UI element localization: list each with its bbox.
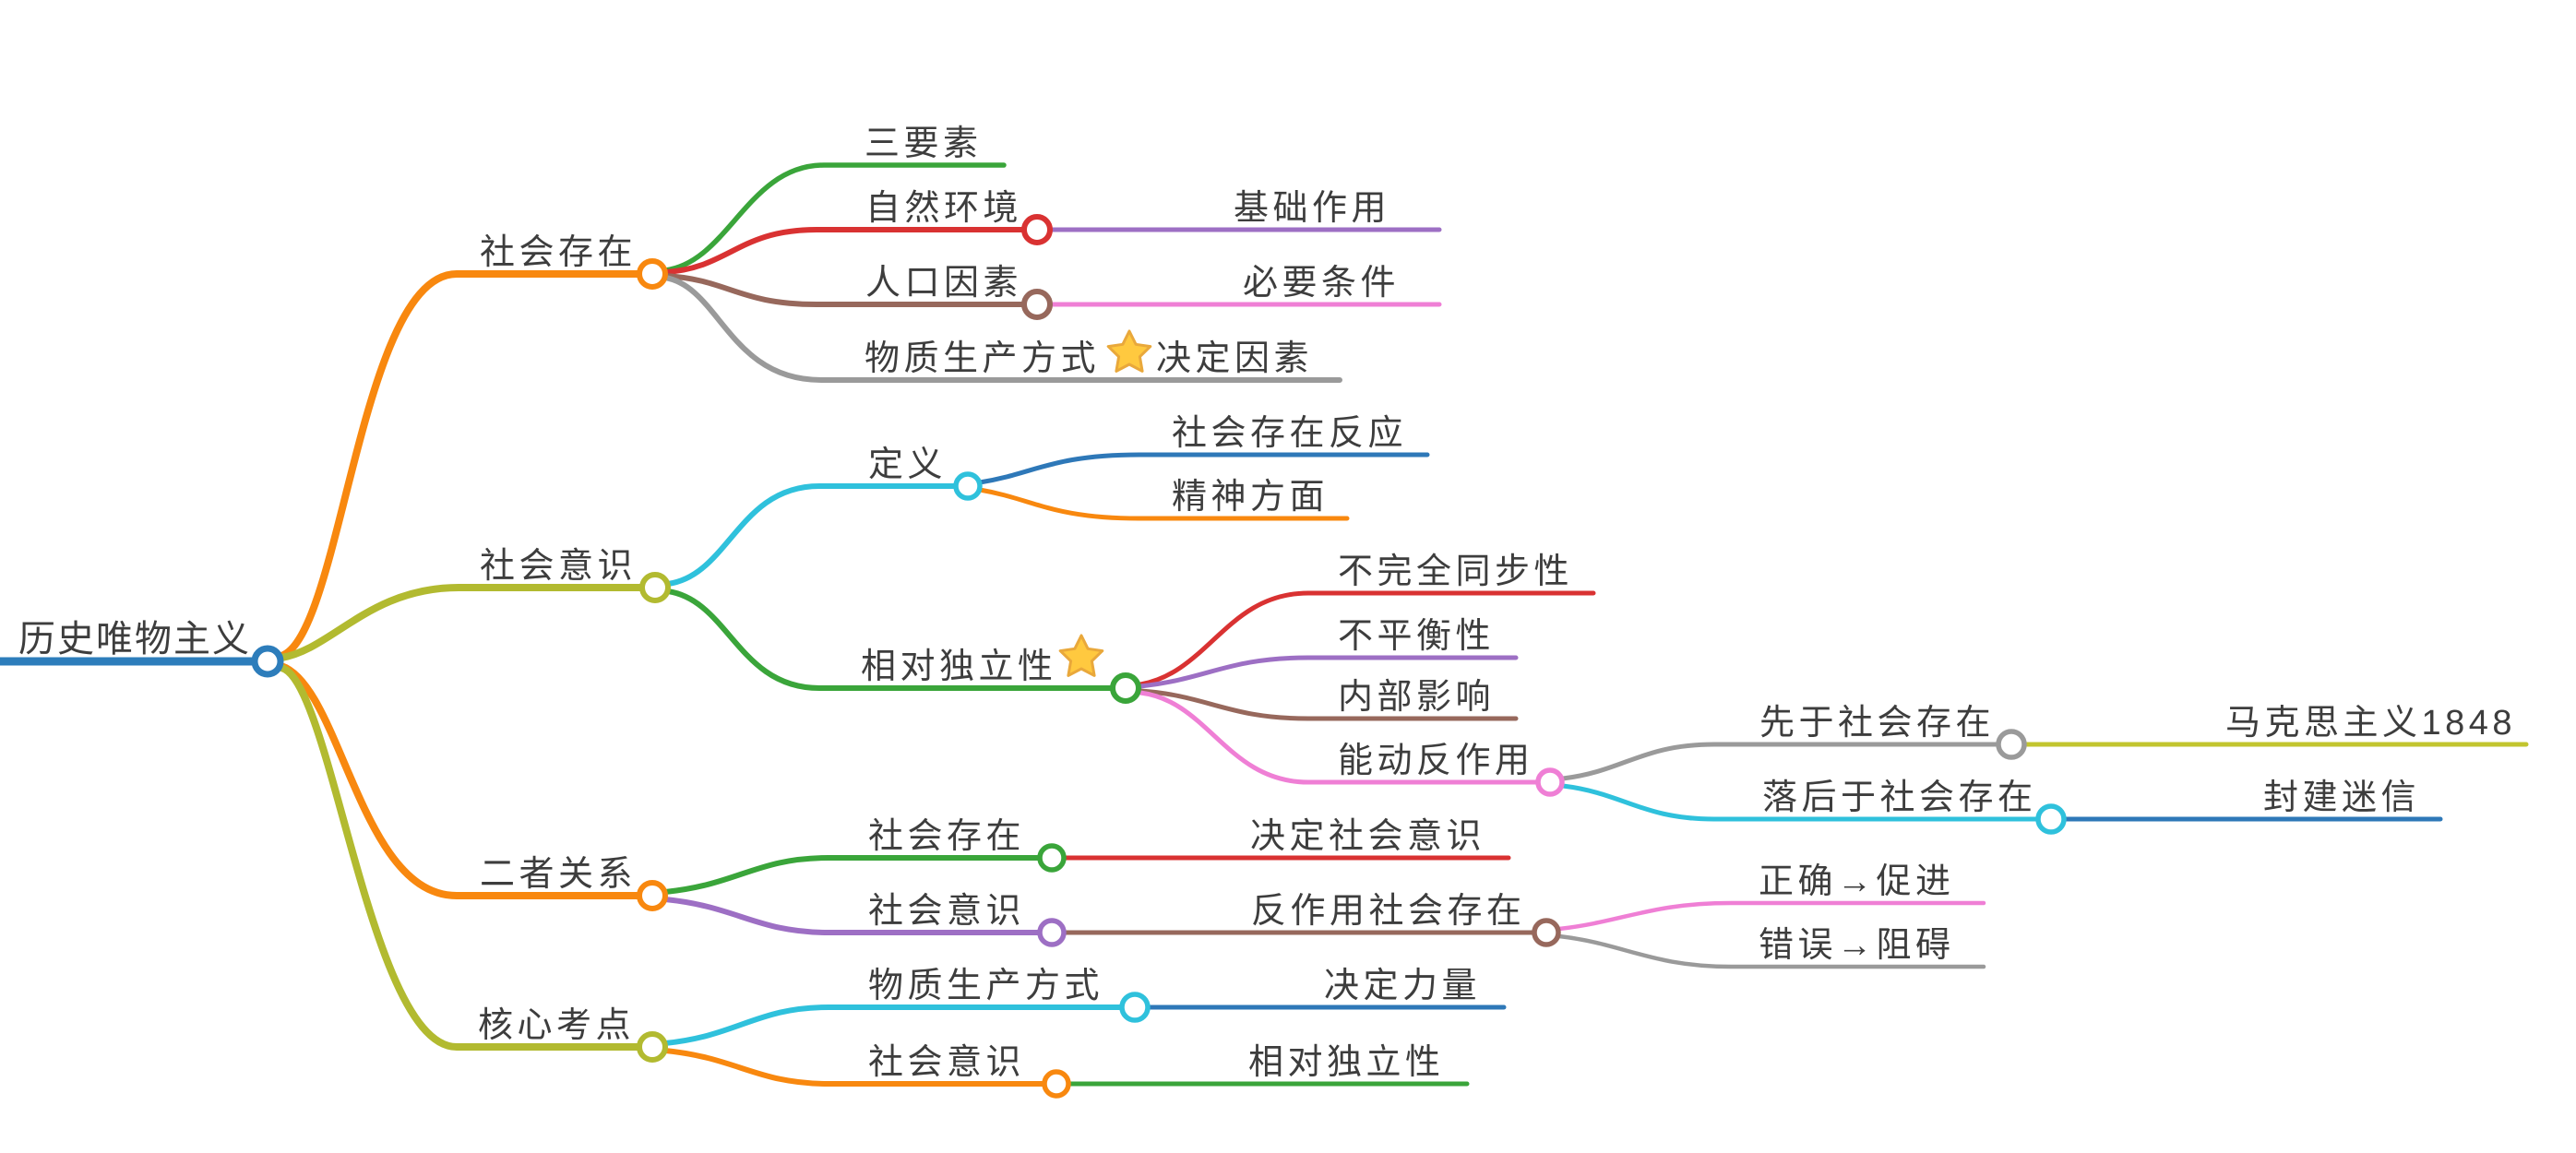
connector-line bbox=[977, 487, 1350, 521]
node-social-consciousness[interactable]: 社会意识 bbox=[480, 547, 637, 586]
node-three-elements[interactable]: 三要素 bbox=[865, 125, 983, 163]
node-natural-environment[interactable]: 自然环境 bbox=[865, 189, 1022, 228]
node-circle-social-consciousness-3[interactable] bbox=[1042, 1069, 1071, 1099]
connector-line bbox=[1138, 688, 1519, 721]
node-necessary-condition[interactable]: 必要条件 bbox=[1243, 264, 1400, 303]
node-core-test-points[interactable]: 核心考点 bbox=[478, 1006, 635, 1045]
node-basic-role[interactable]: 基础作用 bbox=[1234, 189, 1390, 228]
connector-line bbox=[278, 662, 641, 899]
connector-line bbox=[1138, 590, 1596, 687]
star-icon bbox=[1106, 329, 1152, 373]
node-circle-social-existence[interactable] bbox=[637, 258, 668, 290]
node-social-consciousness-2[interactable]: 社会意识 bbox=[868, 892, 1025, 931]
node-circle-social-existence-2[interactable] bbox=[1037, 843, 1067, 873]
node-behind-social-existence[interactable]: 落后于社会存在 bbox=[1762, 779, 2037, 817]
node-historical-materialism[interactable]: 历史唯物主义 bbox=[18, 619, 251, 660]
connector-line bbox=[1138, 655, 1519, 689]
node-determines-social-consciousness[interactable]: 决定社会意识 bbox=[1250, 817, 1485, 856]
connector-line bbox=[662, 162, 1007, 273]
node-definition[interactable]: 定义 bbox=[868, 446, 947, 484]
connector-line bbox=[1560, 742, 2000, 781]
connector-line bbox=[665, 588, 1115, 691]
branch-lines bbox=[0, 162, 2529, 1087]
node-circle-definition[interactable] bbox=[953, 471, 983, 501]
node-social-consciousness-3[interactable]: 社会意识 bbox=[868, 1043, 1025, 1082]
node-social-existence[interactable]: 社会存在 bbox=[480, 233, 637, 272]
node-circle-social-consciousness[interactable] bbox=[639, 572, 671, 603]
node-circle-mutual-relationship[interactable] bbox=[637, 880, 668, 911]
connector-line bbox=[662, 273, 1026, 307]
connector-line bbox=[1560, 783, 2040, 822]
node-circle-behind-social-existence[interactable] bbox=[2035, 803, 2067, 835]
connector-line bbox=[977, 452, 1430, 485]
node-circle-counteracts-social-existence[interactable] bbox=[1532, 918, 1561, 947]
node-circle-material-production-mode-2[interactable] bbox=[1119, 992, 1151, 1023]
node-circle-population-factor[interactable] bbox=[1021, 289, 1053, 320]
node-incomplete-synchronicity[interactable]: 不完全同步性 bbox=[1338, 553, 1573, 591]
node-material-production-mode-2[interactable]: 物质生产方式 bbox=[868, 967, 1103, 1005]
star-icon bbox=[1058, 634, 1104, 677]
connector-line bbox=[662, 227, 1026, 275]
connector-line bbox=[278, 584, 644, 661]
connector-line bbox=[1556, 933, 1986, 969]
node-circle-ahead-of-social-existence[interactable] bbox=[1996, 729, 2027, 760]
node-counteracts-social-existence[interactable]: 反作用社会存在 bbox=[1251, 892, 1526, 931]
node-mutual-relationship[interactable]: 二者关系 bbox=[480, 855, 637, 894]
node-wrong-hinders[interactable]: 错误→阻碍 bbox=[1759, 926, 1955, 965]
node-circle-active-counteraction[interactable] bbox=[1535, 767, 1565, 797]
connector-line bbox=[1138, 690, 1539, 785]
node-active-counteraction[interactable]: 能动反作用 bbox=[1338, 742, 1534, 780]
connector-line bbox=[662, 1004, 1124, 1046]
node-circle-relative-independence[interactable] bbox=[1110, 672, 1141, 704]
node-circle-social-consciousness-2[interactable] bbox=[1037, 918, 1067, 947]
node-social-existence-2[interactable]: 社会存在 bbox=[868, 817, 1025, 856]
node-population-factor[interactable]: 人口因素 bbox=[865, 264, 1022, 303]
node-reflection-of-social-existence[interactable]: 社会存在反应 bbox=[1172, 414, 1407, 453]
connector-line bbox=[278, 270, 641, 660]
node-circle-core-test-points[interactable] bbox=[637, 1031, 668, 1063]
node-determining-force[interactable]: 决定力量 bbox=[1324, 967, 1481, 1005]
node-circle-natural-environment[interactable] bbox=[1021, 214, 1053, 245]
connector-line bbox=[278, 664, 641, 1051]
node-relative-independence[interactable]: 相对独立性 bbox=[861, 648, 1057, 686]
node-internal-influence[interactable]: 内部影响 bbox=[1338, 678, 1495, 717]
node-material-production-mode[interactable]: 物质生产方式 bbox=[865, 339, 1100, 378]
connector-line bbox=[662, 275, 1342, 383]
node-feudal-superstition[interactable]: 封建迷信 bbox=[2263, 779, 2420, 817]
connector-line bbox=[1556, 900, 1986, 932]
node-marxism-1848[interactable]: 马克思主义1848 bbox=[2225, 704, 2516, 743]
node-correct-promotes[interactable]: 正确→促进 bbox=[1759, 862, 1955, 901]
node-decisive-factor[interactable]: 决定因素 bbox=[1156, 339, 1313, 378]
node-imbalance[interactable]: 不平衡性 bbox=[1338, 617, 1495, 656]
node-circle-root[interactable] bbox=[251, 645, 284, 678]
node-ahead-of-social-existence[interactable]: 先于社会存在 bbox=[1759, 704, 1995, 743]
connector-line bbox=[665, 483, 958, 587]
connector-line bbox=[662, 1048, 1046, 1087]
connector-line bbox=[662, 855, 1042, 895]
connector-line bbox=[662, 897, 1042, 935]
node-spiritual-aspect[interactable]: 精神方面 bbox=[1172, 478, 1329, 517]
node-relative-independence-2[interactable]: 相对独立性 bbox=[1248, 1043, 1445, 1082]
